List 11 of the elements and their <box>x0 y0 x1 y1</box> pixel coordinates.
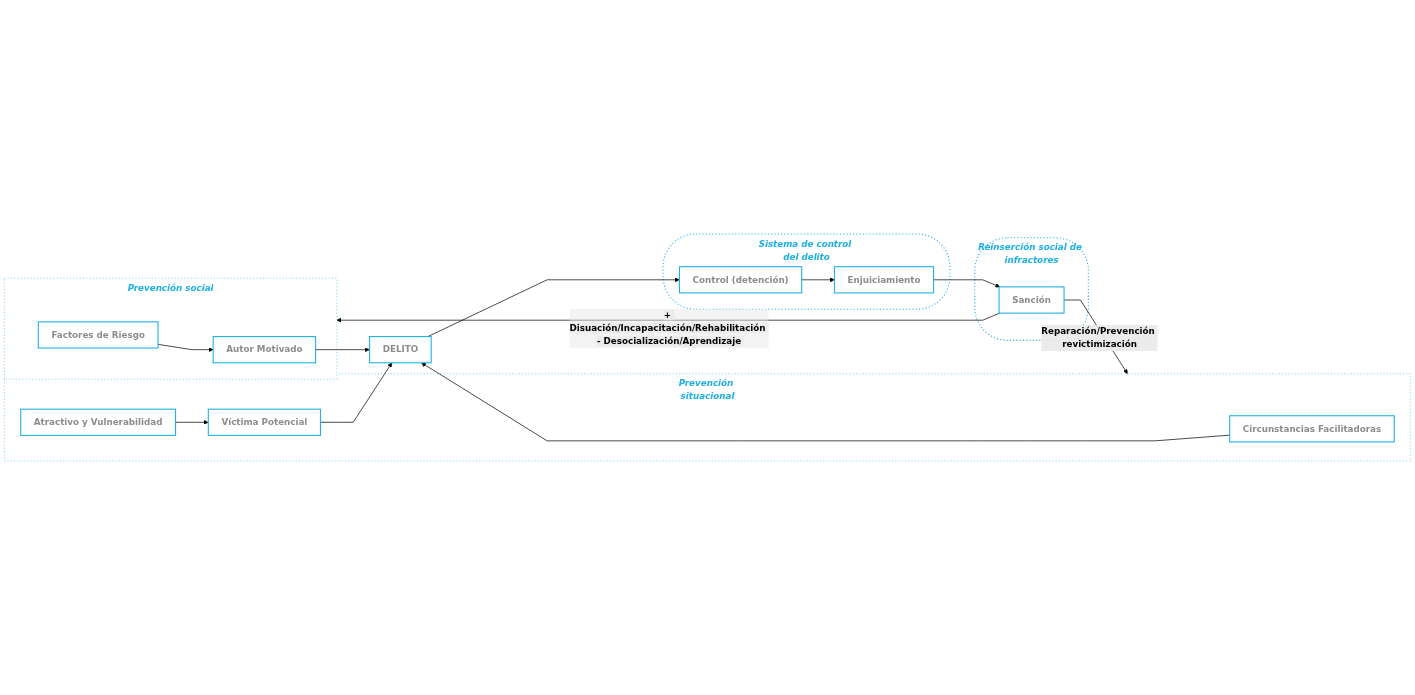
node-box: Sanción <box>998 286 1065 314</box>
node-box: Atractivo y Vulnerabilidad <box>20 408 177 436</box>
edge-label: + Disuación/Incapacitación/Rehabilitación - Desocialización/Aprendizaje <box>569 309 766 347</box>
node-box: Víctima Potencial <box>207 408 321 436</box>
node-box: Circunstancias Facilitadoras <box>1229 415 1395 443</box>
node-box: Factores de Riesgo <box>37 321 159 349</box>
node-box: Autor Motivado <box>212 336 317 364</box>
node-box: Control (detención) <box>678 266 803 294</box>
node-box: Enjuiciamiento <box>833 266 935 294</box>
edge-label: Reparación/Prevención revictimización <box>1041 326 1155 350</box>
node-box: DELITO <box>369 336 432 364</box>
